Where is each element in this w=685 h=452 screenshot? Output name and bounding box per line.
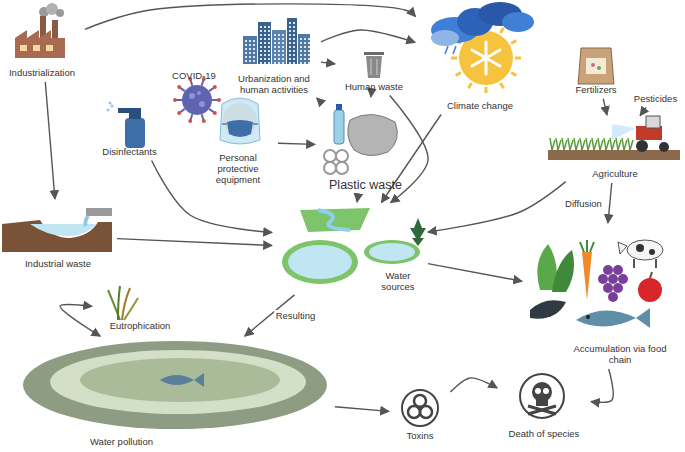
flow-arrow bbox=[591, 369, 613, 402]
icon-node: Urbanization and human activities bbox=[230, 16, 318, 96]
flow-arrow bbox=[117, 239, 272, 246]
flow-arrow bbox=[603, 99, 607, 115]
flow-arrow bbox=[45, 82, 55, 199]
node-label: Industrial waste bbox=[23, 258, 93, 270]
icon-node: Eutrophication bbox=[95, 282, 185, 332]
plastic-icon bbox=[324, 104, 397, 174]
flow-arrow bbox=[316, 97, 318, 99]
fertilizer-sack-icon bbox=[578, 48, 614, 84]
node-label: Urbanization and human activities bbox=[230, 73, 318, 96]
flow-arrow bbox=[278, 143, 315, 144]
node-label: Fertilizers bbox=[573, 84, 618, 96]
icon-node: Water sources bbox=[275, 205, 425, 293]
node-label: Water sources bbox=[371, 270, 425, 293]
node-label: Industrialization bbox=[7, 67, 77, 79]
icon-node: Plastic waste bbox=[318, 100, 413, 192]
flow-arrow bbox=[608, 183, 612, 223]
skull-icon bbox=[520, 374, 564, 418]
node-label: Pesticides bbox=[632, 93, 679, 105]
edge-label: Resulting bbox=[274, 310, 318, 321]
biohazard-icon bbox=[402, 390, 438, 426]
edge-label: Diffusion bbox=[563, 198, 604, 209]
icon-node: Personal protective equipment bbox=[201, 98, 275, 186]
ppe-icon bbox=[220, 98, 260, 144]
icon-node: Agriculture bbox=[548, 118, 682, 180]
node-label: Death of species bbox=[507, 428, 582, 440]
buildings-icon bbox=[243, 18, 310, 64]
icon-node: Water pollution bbox=[20, 338, 332, 448]
icon-node: Climate change bbox=[418, 2, 542, 112]
icon-node: Disinfectants bbox=[92, 100, 167, 158]
trash-can-icon bbox=[364, 52, 384, 78]
node-label: Disinfectants bbox=[100, 146, 158, 158]
icon-node: Toxins bbox=[392, 386, 448, 442]
node-label: Personal protective equipment bbox=[201, 152, 275, 186]
flow-arrow bbox=[321, 30, 415, 42]
flow-arrow bbox=[85, 4, 416, 29]
flow-arrow bbox=[640, 107, 646, 115]
node-label: Accumulation via food chain bbox=[563, 343, 677, 366]
icon-node: Industrialization bbox=[2, 5, 82, 79]
food-icon bbox=[530, 240, 663, 328]
industrial-waste-icon bbox=[2, 208, 112, 252]
virus-icon bbox=[173, 77, 221, 123]
flow-arrow bbox=[370, 96, 372, 97]
flow-arrow bbox=[450, 378, 497, 392]
node-label: Human waste bbox=[343, 81, 405, 93]
icon-node: Industrial waste bbox=[2, 202, 114, 270]
node-label: Plastic waste bbox=[327, 180, 404, 192]
node-label: Eutrophication bbox=[108, 320, 173, 332]
eutrophication-icon bbox=[108, 286, 138, 320]
icon-node: Accumulation via food chain bbox=[525, 226, 677, 366]
factory-icon bbox=[15, 3, 65, 58]
flow-arrow bbox=[357, 195, 358, 202]
node-label: Water pollution bbox=[20, 436, 155, 448]
node-label: Toxins bbox=[405, 430, 436, 442]
flow-arrow bbox=[428, 182, 566, 232]
polluted-lake-icon bbox=[23, 341, 327, 429]
icon-node: Fertilizers bbox=[565, 40, 627, 96]
icon-node: Human waste bbox=[338, 45, 410, 93]
node-label: Agriculture bbox=[590, 168, 639, 180]
flow-arrow bbox=[428, 264, 522, 282]
flow-arrow bbox=[60, 305, 100, 337]
climate-icon bbox=[431, 2, 534, 93]
node-label: Climate change bbox=[445, 100, 515, 112]
spray-bottle-icon bbox=[107, 102, 146, 149]
flow-arrow bbox=[321, 62, 335, 64]
icon-node: COVID-19 bbox=[166, 70, 222, 82]
node-label: COVID-19 bbox=[170, 70, 218, 82]
icon-node: Death of species bbox=[500, 370, 588, 440]
icon-node: Pesticides bbox=[628, 85, 683, 105]
flow-arrow bbox=[335, 407, 389, 412]
field-icon bbox=[548, 116, 680, 160]
